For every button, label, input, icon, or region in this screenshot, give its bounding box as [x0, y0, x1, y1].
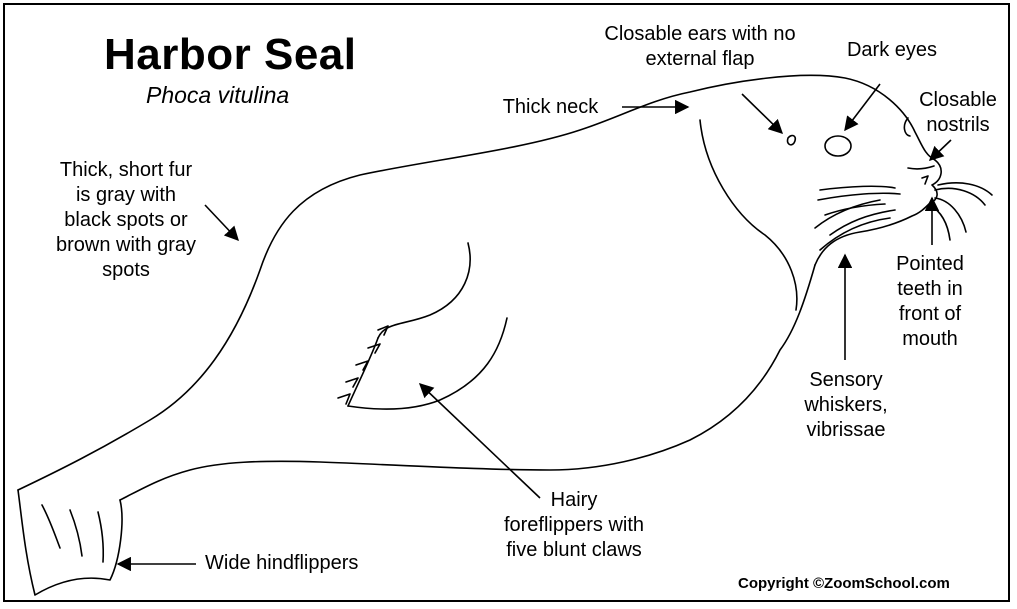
claw-3 [356, 361, 368, 370]
label-ears: Closable ears with no external flap [585, 22, 815, 72]
arrow-ears [742, 94, 782, 133]
neck-crease [700, 120, 797, 310]
tooth-marks [922, 176, 928, 184]
whisker-8 [935, 198, 966, 232]
hindflipper-ray-2 [70, 510, 82, 556]
arrow-eyes [845, 84, 880, 130]
label-foreflippers: Hairy foreflippers with five blunt claws [486, 488, 662, 563]
arrow-foreflippers [420, 384, 540, 498]
label-teeth: Pointed teeth in front of mouth [880, 252, 980, 352]
diagram-title: Harbor Seal [104, 30, 356, 80]
ear-mark [788, 136, 796, 145]
claw-4 [346, 378, 358, 387]
mouth-line [908, 166, 934, 169]
label-whiskers: Sensory whiskers, vibrissae [788, 368, 904, 443]
seal-belly-outline [120, 265, 815, 500]
whisker-7 [935, 188, 985, 205]
whisker-2 [818, 193, 900, 200]
label-fur: Thick, short fur is gray with black spot… [38, 158, 214, 283]
whisker-9 [930, 205, 950, 240]
label-nostrils: Closable nostrils [905, 88, 1011, 138]
seal-eye [825, 136, 851, 156]
label-eyes: Dark eyes [832, 38, 952, 63]
claw-5 [338, 394, 350, 404]
label-hindflippers: Wide hindflippers [205, 551, 405, 576]
label-neck: Thick neck [483, 95, 618, 120]
whisker-1 [820, 186, 895, 190]
foreflipper-edge [348, 338, 378, 406]
diagram-subtitle: Phoca vitulina [146, 82, 289, 109]
hindflipper-ray-1 [42, 505, 60, 548]
hindflipper-outline [18, 490, 122, 595]
hindflipper-ray-3 [98, 512, 103, 562]
copyright-notice: Copyright ©ZoomSchool.com [738, 575, 950, 592]
foreflipper-upper [378, 243, 470, 338]
foreflipper-lower [348, 318, 507, 409]
arrow-nostrils [930, 140, 951, 160]
